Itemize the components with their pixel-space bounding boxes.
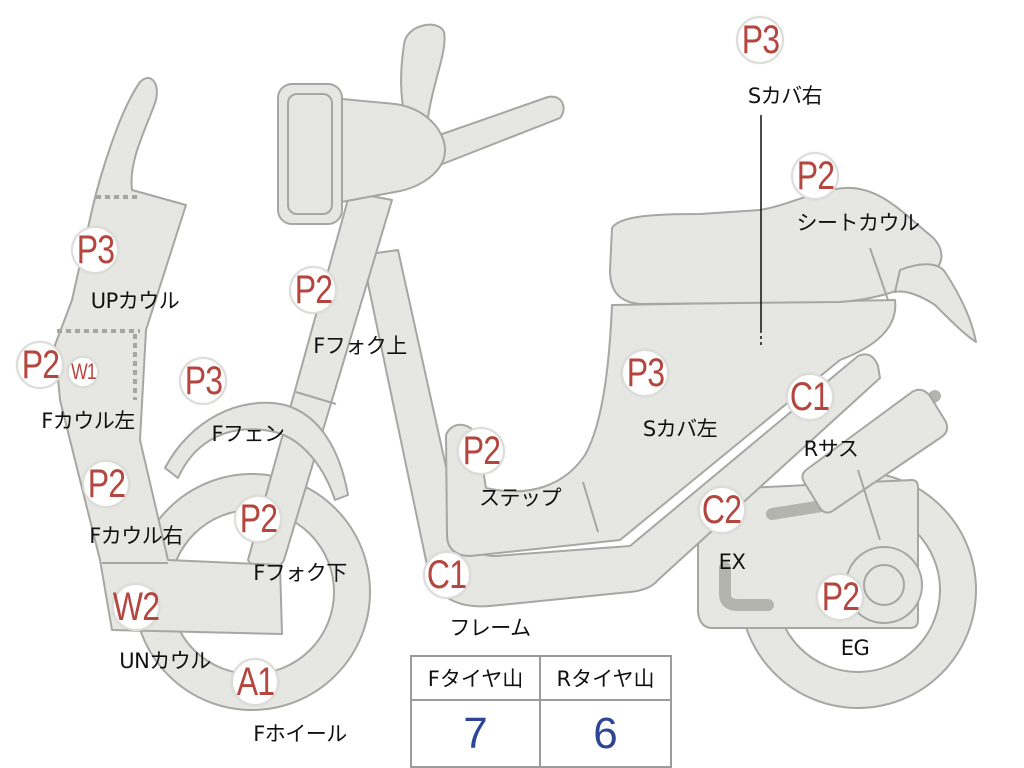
grade-badge: P2: [289, 266, 337, 314]
part-name: Fカウル右: [89, 524, 183, 548]
grade-badge: P2: [82, 460, 130, 508]
front-fender: [164, 401, 349, 501]
grade-text: P2: [462, 429, 500, 473]
grade-text: C1: [790, 375, 830, 419]
grade-text: P3: [741, 18, 779, 62]
part-name: Sカバ左: [642, 417, 718, 441]
grade-badge: P2: [791, 152, 839, 200]
grade-badge: C2: [698, 486, 746, 534]
seat-cowl: [609, 186, 977, 343]
grade-badge: P3: [621, 349, 669, 397]
part-name: Sカバ右: [747, 84, 823, 108]
grade-text: P2: [821, 575, 859, 619]
extra-grade-text: W1: [70, 359, 97, 384]
grade-text: P2: [21, 343, 59, 387]
rear-suspension: [801, 388, 949, 541]
grade-text: A1: [236, 660, 274, 704]
tire-tread-table: Fタイヤ山 Rタイヤ山 7 6: [410, 655, 672, 768]
handlebar: [309, 23, 565, 207]
part-name: フレーム: [449, 616, 531, 640]
part-name: UPカウル: [90, 289, 180, 313]
grade-text: P3: [184, 359, 222, 403]
rear-tire-value: 6: [593, 708, 618, 758]
grade-badge: P3: [179, 357, 227, 405]
grade-text: C2: [702, 488, 742, 532]
grade-badge: P2: [457, 427, 505, 475]
part-name: シートカウル: [796, 211, 921, 235]
grade-text: P2: [796, 154, 834, 198]
grade-text: P2: [294, 268, 332, 312]
side-cover-and-step: [445, 299, 897, 557]
grade-text: C1: [427, 553, 467, 597]
extra-grade-badge: W1: [67, 356, 99, 388]
headlight: [277, 83, 343, 225]
part-name: UNカウル: [119, 649, 211, 673]
grade-badge: P2: [234, 495, 282, 543]
grade-badge: P2: [16, 341, 64, 389]
grade-badge: A1: [231, 658, 279, 706]
part-name: Rサス: [803, 437, 859, 461]
front-tire-value: 7: [412, 701, 541, 766]
grade-badge: P3: [71, 226, 119, 274]
rear-tire-header: Rタイヤ山: [541, 657, 670, 701]
exhaust-pipe: [719, 500, 828, 611]
part-name: Fフェン: [211, 422, 285, 446]
grade-text: P2: [87, 462, 125, 506]
part-name: ステップ: [479, 486, 562, 510]
grade-text: P3: [626, 351, 664, 395]
part-name: EG: [840, 636, 870, 660]
part-name: Fフォク上: [313, 334, 407, 358]
grade-text: W2: [112, 585, 160, 629]
part-name: Fフォク下: [253, 561, 347, 585]
grade-badge: C1: [786, 373, 834, 421]
grade-text: P3: [76, 228, 114, 272]
grade-badge: P3: [736, 16, 784, 64]
grade-badge: C1: [423, 551, 471, 599]
grade-badge: W2: [112, 583, 160, 631]
front-tire-header: Fタイヤ山: [412, 657, 541, 701]
part-name: EX: [718, 550, 746, 574]
grade-text: P2: [239, 497, 277, 541]
part-name: Fカウル左: [41, 409, 135, 433]
grade-badge: P2: [816, 573, 864, 621]
part-name: Fホイール: [253, 722, 347, 746]
